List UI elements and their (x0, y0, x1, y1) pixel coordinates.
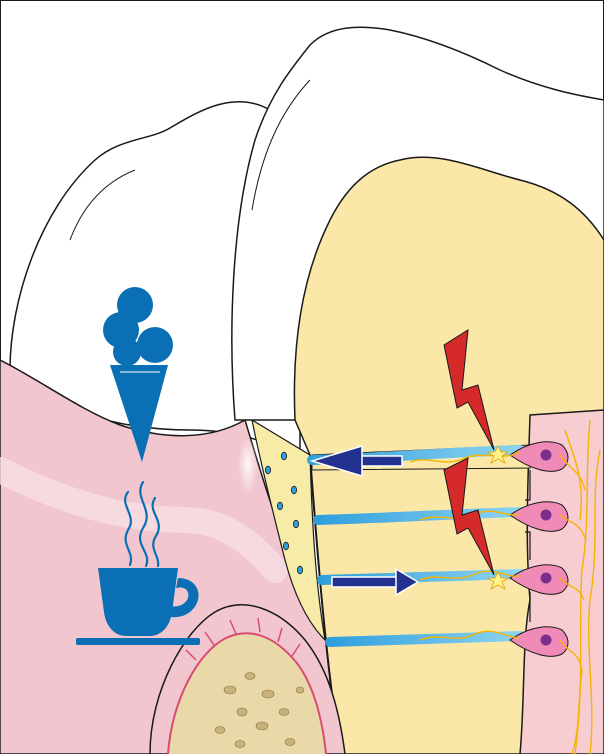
gum-highlight (238, 437, 258, 493)
